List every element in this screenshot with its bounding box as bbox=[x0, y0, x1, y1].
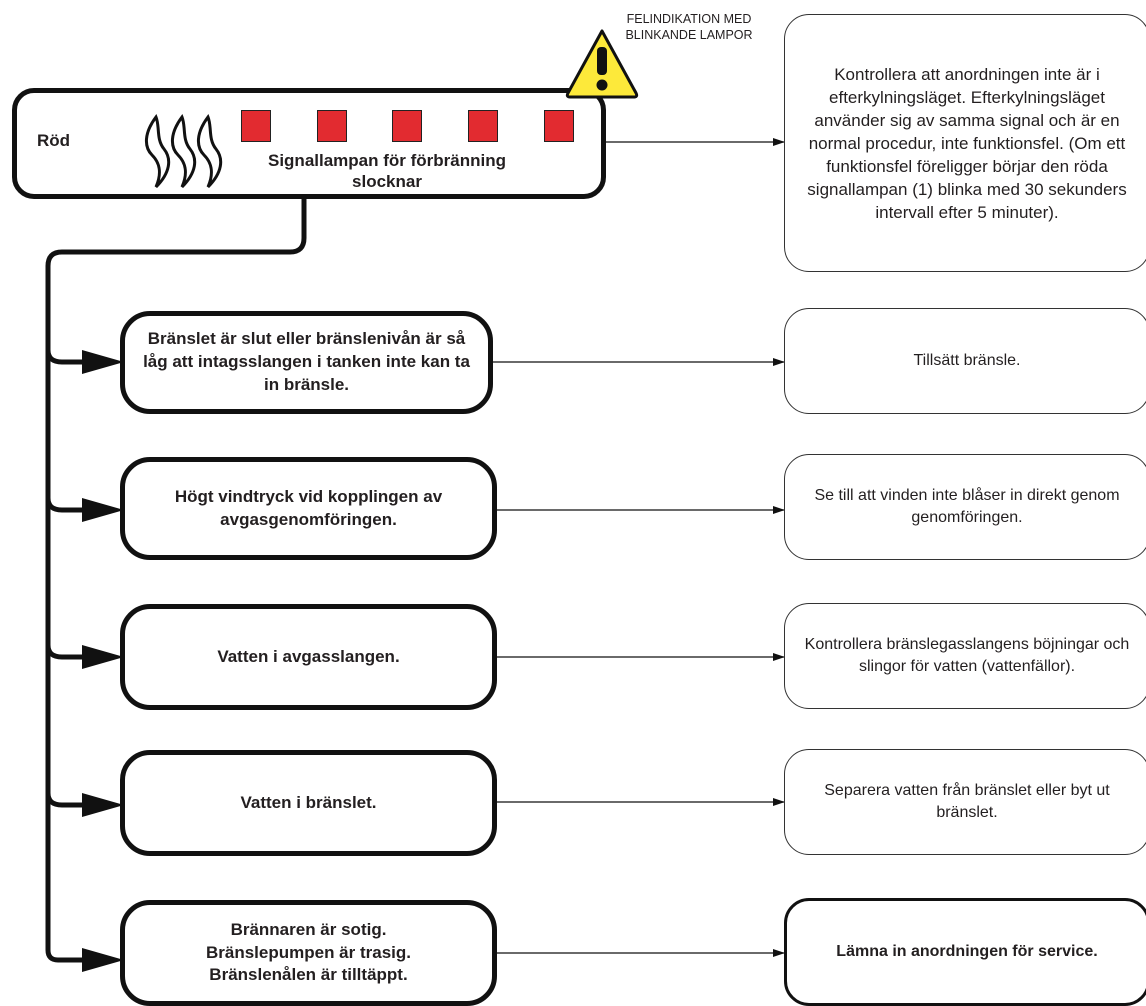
trunk-line bbox=[45, 196, 307, 963]
signal-lamp-5 bbox=[544, 110, 574, 142]
branch-4 bbox=[45, 792, 86, 808]
flame-icon bbox=[142, 113, 228, 194]
remedy-box-1: Tillsätt bränsle. bbox=[784, 308, 1146, 414]
arrowhead-3 bbox=[82, 645, 124, 669]
branch-1 bbox=[45, 349, 86, 365]
warning-triangle-icon bbox=[564, 27, 640, 104]
color-label: Röd bbox=[37, 131, 71, 150]
cause-box-4: Vatten i bränslet. bbox=[120, 750, 497, 856]
cause-box-1: Bränslet är slut eller bränslenivån är s… bbox=[120, 311, 493, 414]
cause-box-5: Brännaren är sotig. Bränslepumpen är tra… bbox=[120, 900, 497, 1006]
remedy-box-4: Separera vatten från bränslet eller byt … bbox=[784, 749, 1146, 855]
remedy-box-service: Lämna in anordningen för service. bbox=[784, 898, 1146, 1006]
arrowhead-1 bbox=[82, 350, 124, 374]
warning-label: FELINDIKATION MED BLINKANDE LAMPOR bbox=[625, 12, 753, 43]
arrowhead-2 bbox=[82, 498, 124, 522]
remedy-box-3: Kontrollera bränslegasslangens böjningar… bbox=[784, 603, 1146, 709]
branch-2 bbox=[45, 497, 86, 513]
signal-lamp-3 bbox=[392, 110, 422, 142]
cause-box-2: Högt vindtryck vid kopplingen av avgasge… bbox=[120, 457, 497, 560]
status-panel: Röd Signallampan för förbränning slockna… bbox=[12, 88, 606, 199]
arrowhead-4 bbox=[82, 793, 124, 817]
branch-3 bbox=[45, 644, 86, 660]
signal-lamp-2 bbox=[317, 110, 347, 142]
signal-lamp-1 bbox=[241, 110, 271, 142]
cause-box-3: Vatten i avgasslangen. bbox=[120, 604, 497, 710]
signal-lamp-4 bbox=[468, 110, 498, 142]
remedy-box-overheating: Kontrollera att anordningen inte är i ef… bbox=[784, 14, 1146, 272]
signal-text: Signallampan för förbränning slocknar bbox=[267, 151, 506, 191]
remedy-box-2: Se till att vinden inte blåser in direkt… bbox=[784, 454, 1146, 560]
arrowhead-5 bbox=[82, 948, 124, 972]
